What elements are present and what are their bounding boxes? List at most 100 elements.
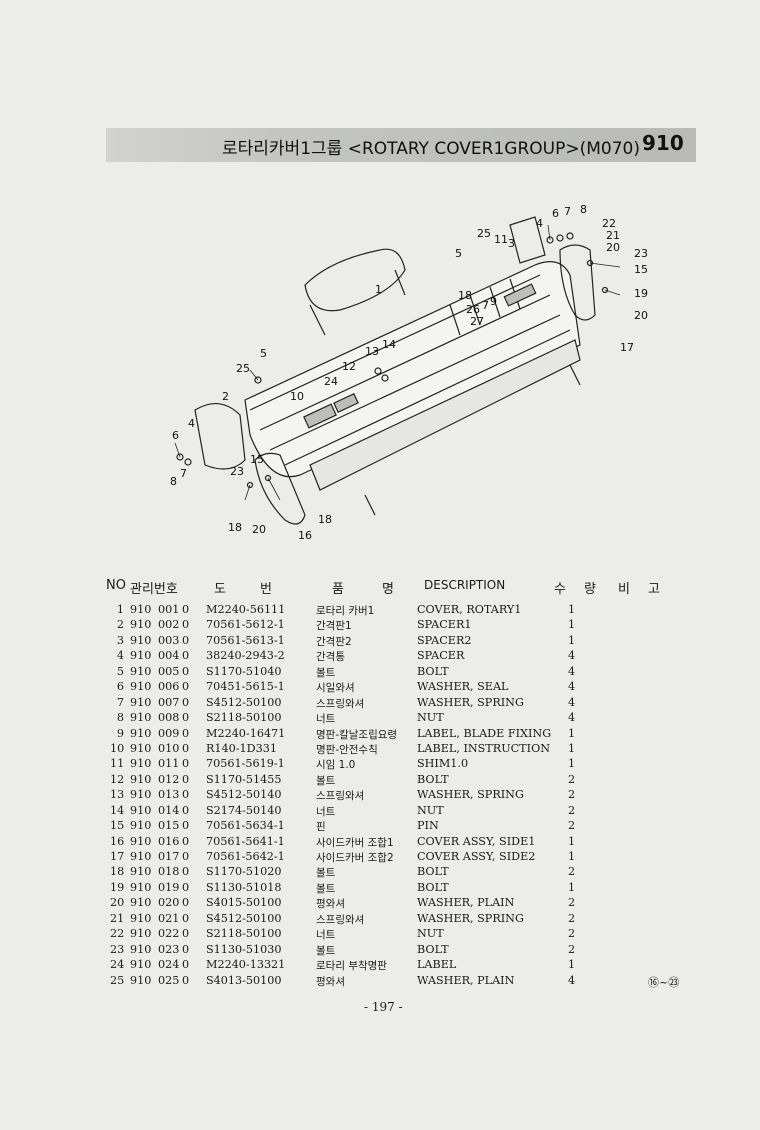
row-seq: 013 [158, 788, 180, 802]
row-korean-name: 사이드카버 조합2 [316, 852, 394, 864]
row-no: 17 [110, 850, 125, 863]
row-group: 910 [130, 958, 152, 972]
callout-18c: 18 [458, 289, 472, 302]
row-group: 910 [130, 973, 152, 987]
page-title: 로타리카버1그룹 <ROTARY COVER1GROUP>(M070) [222, 139, 640, 159]
callout-20a: 20 [252, 523, 266, 536]
row-part-number: S4015-50100 [206, 896, 282, 910]
row-rev: 0 [182, 633, 190, 647]
row-group: 910 [130, 633, 152, 647]
row-part-number: 70561-5613-1 [206, 633, 285, 647]
row-rev: 0 [182, 803, 190, 817]
row-no: 4 [116, 649, 124, 663]
header-beon: 번 [260, 582, 272, 597]
row-rev: 0 [182, 664, 190, 678]
row-group: 910 [130, 896, 152, 910]
row-korean-name: 시임 1.0 [316, 759, 356, 772]
side-cover-16 [254, 452, 306, 525]
callout-8: 8 [170, 475, 177, 488]
row-quantity: 1 [568, 741, 576, 755]
row-description: COVER ASSY, SIDE1 [417, 834, 536, 848]
row-seq: 005 [158, 664, 180, 678]
row-quantity: 1 [568, 726, 576, 740]
row-seq: 014 [158, 803, 180, 817]
callout-20b: 20 [606, 241, 620, 254]
row-group: 910 [130, 911, 152, 925]
row-korean-name: 너트 [316, 805, 336, 818]
header-su: 수 [554, 582, 566, 597]
row-no: 6 [116, 680, 124, 694]
row-no: 24 [110, 958, 125, 972]
row-no: 22 [110, 927, 125, 941]
row-korean-name: 사이드카버 조합1 [316, 836, 394, 849]
row-quantity: 1 [568, 958, 576, 972]
row-korean-name: 스프링와셔 [316, 913, 365, 926]
label-10 [303, 403, 337, 429]
row-group: 910 [130, 834, 152, 848]
row-no: 2 [116, 618, 124, 632]
row-quantity: 1 [568, 850, 576, 863]
callout-17: 17 [620, 341, 634, 354]
callout-12: 12 [342, 360, 356, 373]
row-rev: 0 [182, 603, 190, 616]
callout-25a: 25 [236, 362, 250, 375]
bracket-top [509, 216, 546, 264]
callout-16: 16 [298, 529, 312, 542]
row-description: SPACER [417, 649, 465, 663]
row-description: BOLT [417, 664, 449, 678]
callout-7c: 7 [564, 205, 571, 218]
row-rev: 0 [182, 850, 190, 863]
row-korean-name: 간격판2 [316, 635, 352, 648]
row-korean-name: 볼트 [316, 867, 336, 880]
row-quantity: 1 [568, 757, 576, 771]
row-no: 15 [110, 819, 125, 833]
row-no: 11 [110, 757, 125, 771]
row-rev: 0 [182, 726, 190, 740]
callout-6b: 6 [552, 207, 559, 220]
header-mgmt-no: 관리번호 [130, 582, 178, 597]
row-seq: 018 [158, 865, 180, 879]
row-seq: 001 [158, 603, 180, 616]
row-quantity: 2 [568, 772, 576, 786]
row-description: COVER ASSY, SIDE2 [417, 850, 536, 863]
callout-9: 9 [490, 295, 497, 308]
row-description: LABEL, BLADE FIXING [417, 726, 552, 740]
row-seq: 015 [158, 819, 180, 833]
row-rev: 0 [182, 973, 190, 987]
header-description: DESCRIPTION [424, 578, 506, 592]
callout-24: 24 [324, 375, 338, 388]
callout-20c: 20 [634, 309, 648, 322]
callout-13: 13 [365, 345, 379, 358]
row-korean-name: 볼트 [316, 882, 336, 895]
row-korean-name: 평와셔 [316, 898, 345, 911]
row-description: NUT [417, 803, 444, 817]
callout-10: 10 [290, 390, 304, 403]
callout-21: 21 [606, 229, 620, 242]
row-rev: 0 [182, 880, 190, 894]
row-description: COVER, ROTARY1 [417, 603, 522, 616]
row-no: 23 [110, 942, 125, 956]
row-part-number: 70561-5612-1 [206, 618, 285, 632]
row-korean-name: 스프링와셔 [316, 790, 365, 803]
row-no: 16 [110, 834, 125, 848]
row-group: 910 [130, 803, 152, 817]
callout-1: 1 [375, 283, 382, 296]
row-group: 910 [130, 649, 152, 663]
callout-25b: 25 [477, 227, 491, 240]
row-korean-name: 명판-안전수칙 [316, 743, 378, 756]
callout-5b: 5 [455, 247, 462, 260]
row-rev: 0 [182, 741, 190, 755]
row-quantity: 2 [568, 865, 576, 879]
